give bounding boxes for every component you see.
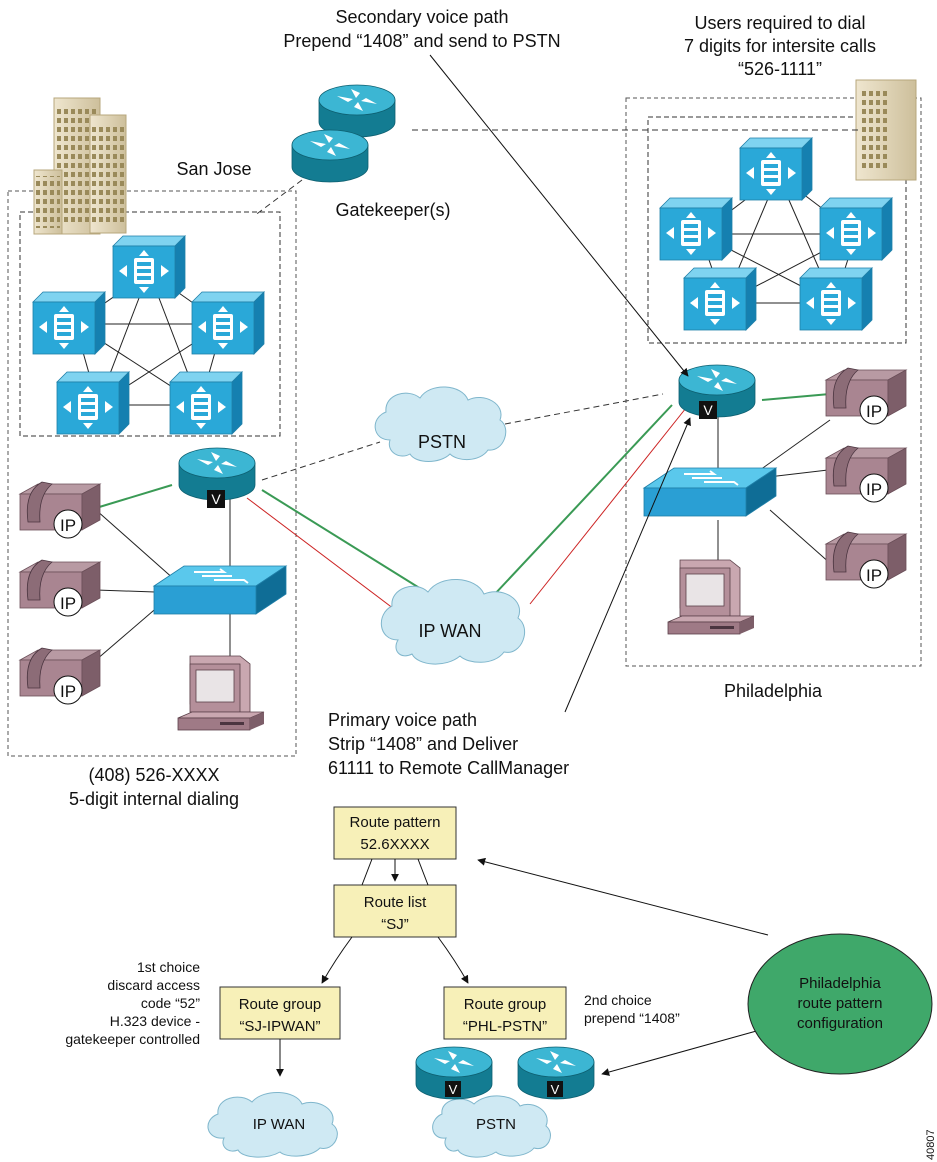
callmanager-icon bbox=[799, 267, 873, 331]
route-group-phl-box: Route group “PHL-PSTN” bbox=[443, 986, 567, 1040]
san-jose-building-icon bbox=[33, 97, 127, 235]
san-jose-site-box bbox=[7, 190, 297, 757]
svg-text:IP: IP bbox=[60, 682, 76, 701]
ip-phone-icon: IP bbox=[825, 367, 907, 425]
ip-phone-icon: IP bbox=[19, 559, 101, 617]
primary-path-label: Primary voice path Strip “1408” and Deli… bbox=[328, 710, 569, 778]
ipwan-cloud-label: IP WAN bbox=[418, 621, 481, 641]
phl-switch-icon bbox=[643, 467, 777, 517]
svg-text:Route group: Route group bbox=[464, 996, 547, 1013]
ipwan-cloud-bottom bbox=[207, 1091, 338, 1158]
phl-pc-icon bbox=[667, 559, 755, 635]
svg-text:Users required to dial: Users required to dial bbox=[694, 13, 865, 33]
svg-text:prepend “1408”: prepend “1408” bbox=[584, 1010, 680, 1026]
svg-text:Primary voice path: Primary voice path bbox=[328, 710, 477, 730]
gatekeeper-router-icon bbox=[318, 84, 396, 138]
svg-text:“SJ”: “SJ” bbox=[381, 916, 409, 933]
svg-text:Prepend “1408” and send to PST: Prepend “1408” and send to PSTN bbox=[283, 31, 560, 51]
callmanager-icon bbox=[191, 291, 265, 355]
svg-text:Secondary voice path: Secondary voice path bbox=[335, 7, 508, 27]
second-choice-label: 2nd choice prepend “1408” bbox=[584, 992, 680, 1026]
pstn-cloud-bottom bbox=[432, 1095, 551, 1158]
svg-text:IP: IP bbox=[60, 516, 76, 535]
svg-text:code “52”: code “52” bbox=[141, 995, 200, 1011]
svg-text:Strip “1408” and Deliver: Strip “1408” and Deliver bbox=[328, 734, 518, 754]
svg-text:“PHL-PSTN”: “PHL-PSTN” bbox=[463, 1018, 547, 1035]
philadelphia-label: Philadelphia bbox=[724, 681, 823, 701]
svg-text:IP: IP bbox=[60, 594, 76, 613]
pstn-bottom-label: PSTN bbox=[476, 1116, 516, 1133]
sj-switch-icon bbox=[153, 565, 287, 615]
philadelphia-dial-note: Users required to dial 7 digits for inte… bbox=[684, 13, 876, 79]
pstn-cloud-label: PSTN bbox=[418, 432, 466, 452]
ip-phone-icon: IP bbox=[825, 531, 907, 589]
philadelphia-building-icon bbox=[855, 79, 917, 181]
callmanager-icon bbox=[32, 291, 106, 355]
san-jose-numbering-label: (408) 526-XXXX 5-digit internal dialing bbox=[69, 765, 239, 809]
svg-text:configuration: configuration bbox=[797, 1015, 883, 1032]
annotation-arrows bbox=[429, 54, 691, 713]
callmanager-icon bbox=[739, 137, 813, 201]
svg-text:1st choice: 1st choice bbox=[137, 959, 200, 975]
pstn-cloud-top bbox=[374, 386, 507, 462]
philadelphia-site-box bbox=[625, 97, 922, 667]
svg-text:(408) 526-XXXX: (408) 526-XXXX bbox=[88, 765, 219, 785]
philadelphia-config-ellipse: Philadelphia route pattern configuration bbox=[747, 933, 933, 1075]
san-jose-label: San Jose bbox=[176, 159, 251, 179]
ip-phone-icon: IP bbox=[19, 481, 101, 539]
phl-gateway-router-icon: V bbox=[678, 364, 756, 419]
svg-text:Philadelphia: Philadelphia bbox=[799, 975, 881, 992]
pstn-gateway-router-icon: V bbox=[517, 1046, 595, 1100]
callmanager-icon bbox=[169, 371, 243, 435]
svg-text:IP: IP bbox=[866, 566, 882, 585]
first-choice-label: 1st choice discard access code “52” H.32… bbox=[65, 959, 200, 1047]
sj-gateway-router-icon: V bbox=[178, 447, 256, 508]
svg-text:route pattern: route pattern bbox=[797, 995, 882, 1012]
svg-text:IP: IP bbox=[866, 480, 882, 499]
route-arrows bbox=[276, 857, 769, 1077]
svg-text:2nd choice: 2nd choice bbox=[584, 992, 652, 1008]
svg-text:Route group: Route group bbox=[239, 996, 322, 1013]
figure-id: 40807 bbox=[925, 1129, 937, 1160]
callmanager-icon bbox=[56, 371, 130, 435]
gatekeeper-label: Gatekeeper(s) bbox=[335, 200, 450, 220]
svg-text:61111 to Remote CallManager: 61111 to Remote CallManager bbox=[328, 758, 569, 778]
ip-phone-icon: IP bbox=[19, 647, 101, 705]
svg-text:gatekeeper controlled: gatekeeper controlled bbox=[65, 1031, 200, 1047]
sj-pc-icon bbox=[177, 655, 265, 731]
svg-text:V: V bbox=[211, 491, 221, 507]
ipwan-cloud-top bbox=[381, 579, 526, 665]
svg-text:IP: IP bbox=[866, 402, 882, 421]
ipwan-bottom-label: IP WAN bbox=[253, 1116, 306, 1133]
route-group-sj-box: Route group “SJ-IPWAN” bbox=[219, 986, 341, 1040]
callmanager-icon bbox=[683, 267, 757, 331]
svg-text:V: V bbox=[449, 1082, 458, 1097]
pstn-gateway-router-icon: V bbox=[415, 1046, 493, 1100]
svg-text:52.6XXXX: 52.6XXXX bbox=[360, 836, 429, 853]
route-pattern-box: Route pattern 52.6XXXX bbox=[333, 806, 457, 860]
svg-text:V: V bbox=[551, 1082, 560, 1097]
secondary-path-label: Secondary voice path Prepend “1408” and … bbox=[283, 7, 560, 51]
callmanager-icon bbox=[819, 197, 893, 261]
route-list-box: Route list “SJ” bbox=[333, 884, 457, 938]
svg-text:“SJ-IPWAN”: “SJ-IPWAN” bbox=[239, 1018, 320, 1035]
svg-text:“526-1111”: “526-1111” bbox=[738, 59, 822, 79]
svg-text:Route list: Route list bbox=[364, 894, 427, 911]
gatekeeper-router-icon bbox=[291, 129, 369, 183]
svg-text:Route pattern: Route pattern bbox=[350, 814, 441, 831]
svg-text:H.323 device -: H.323 device - bbox=[110, 1013, 201, 1029]
callmanager-icon bbox=[659, 197, 733, 261]
callmanager-icon bbox=[112, 235, 186, 299]
svg-text:7 digits for intersite calls: 7 digits for intersite calls bbox=[684, 36, 876, 56]
svg-text:discard access: discard access bbox=[107, 977, 200, 993]
ip-phone-icon: IP bbox=[825, 445, 907, 503]
svg-text:5-digit internal dialing: 5-digit internal dialing bbox=[69, 789, 239, 809]
svg-text:V: V bbox=[703, 402, 713, 418]
